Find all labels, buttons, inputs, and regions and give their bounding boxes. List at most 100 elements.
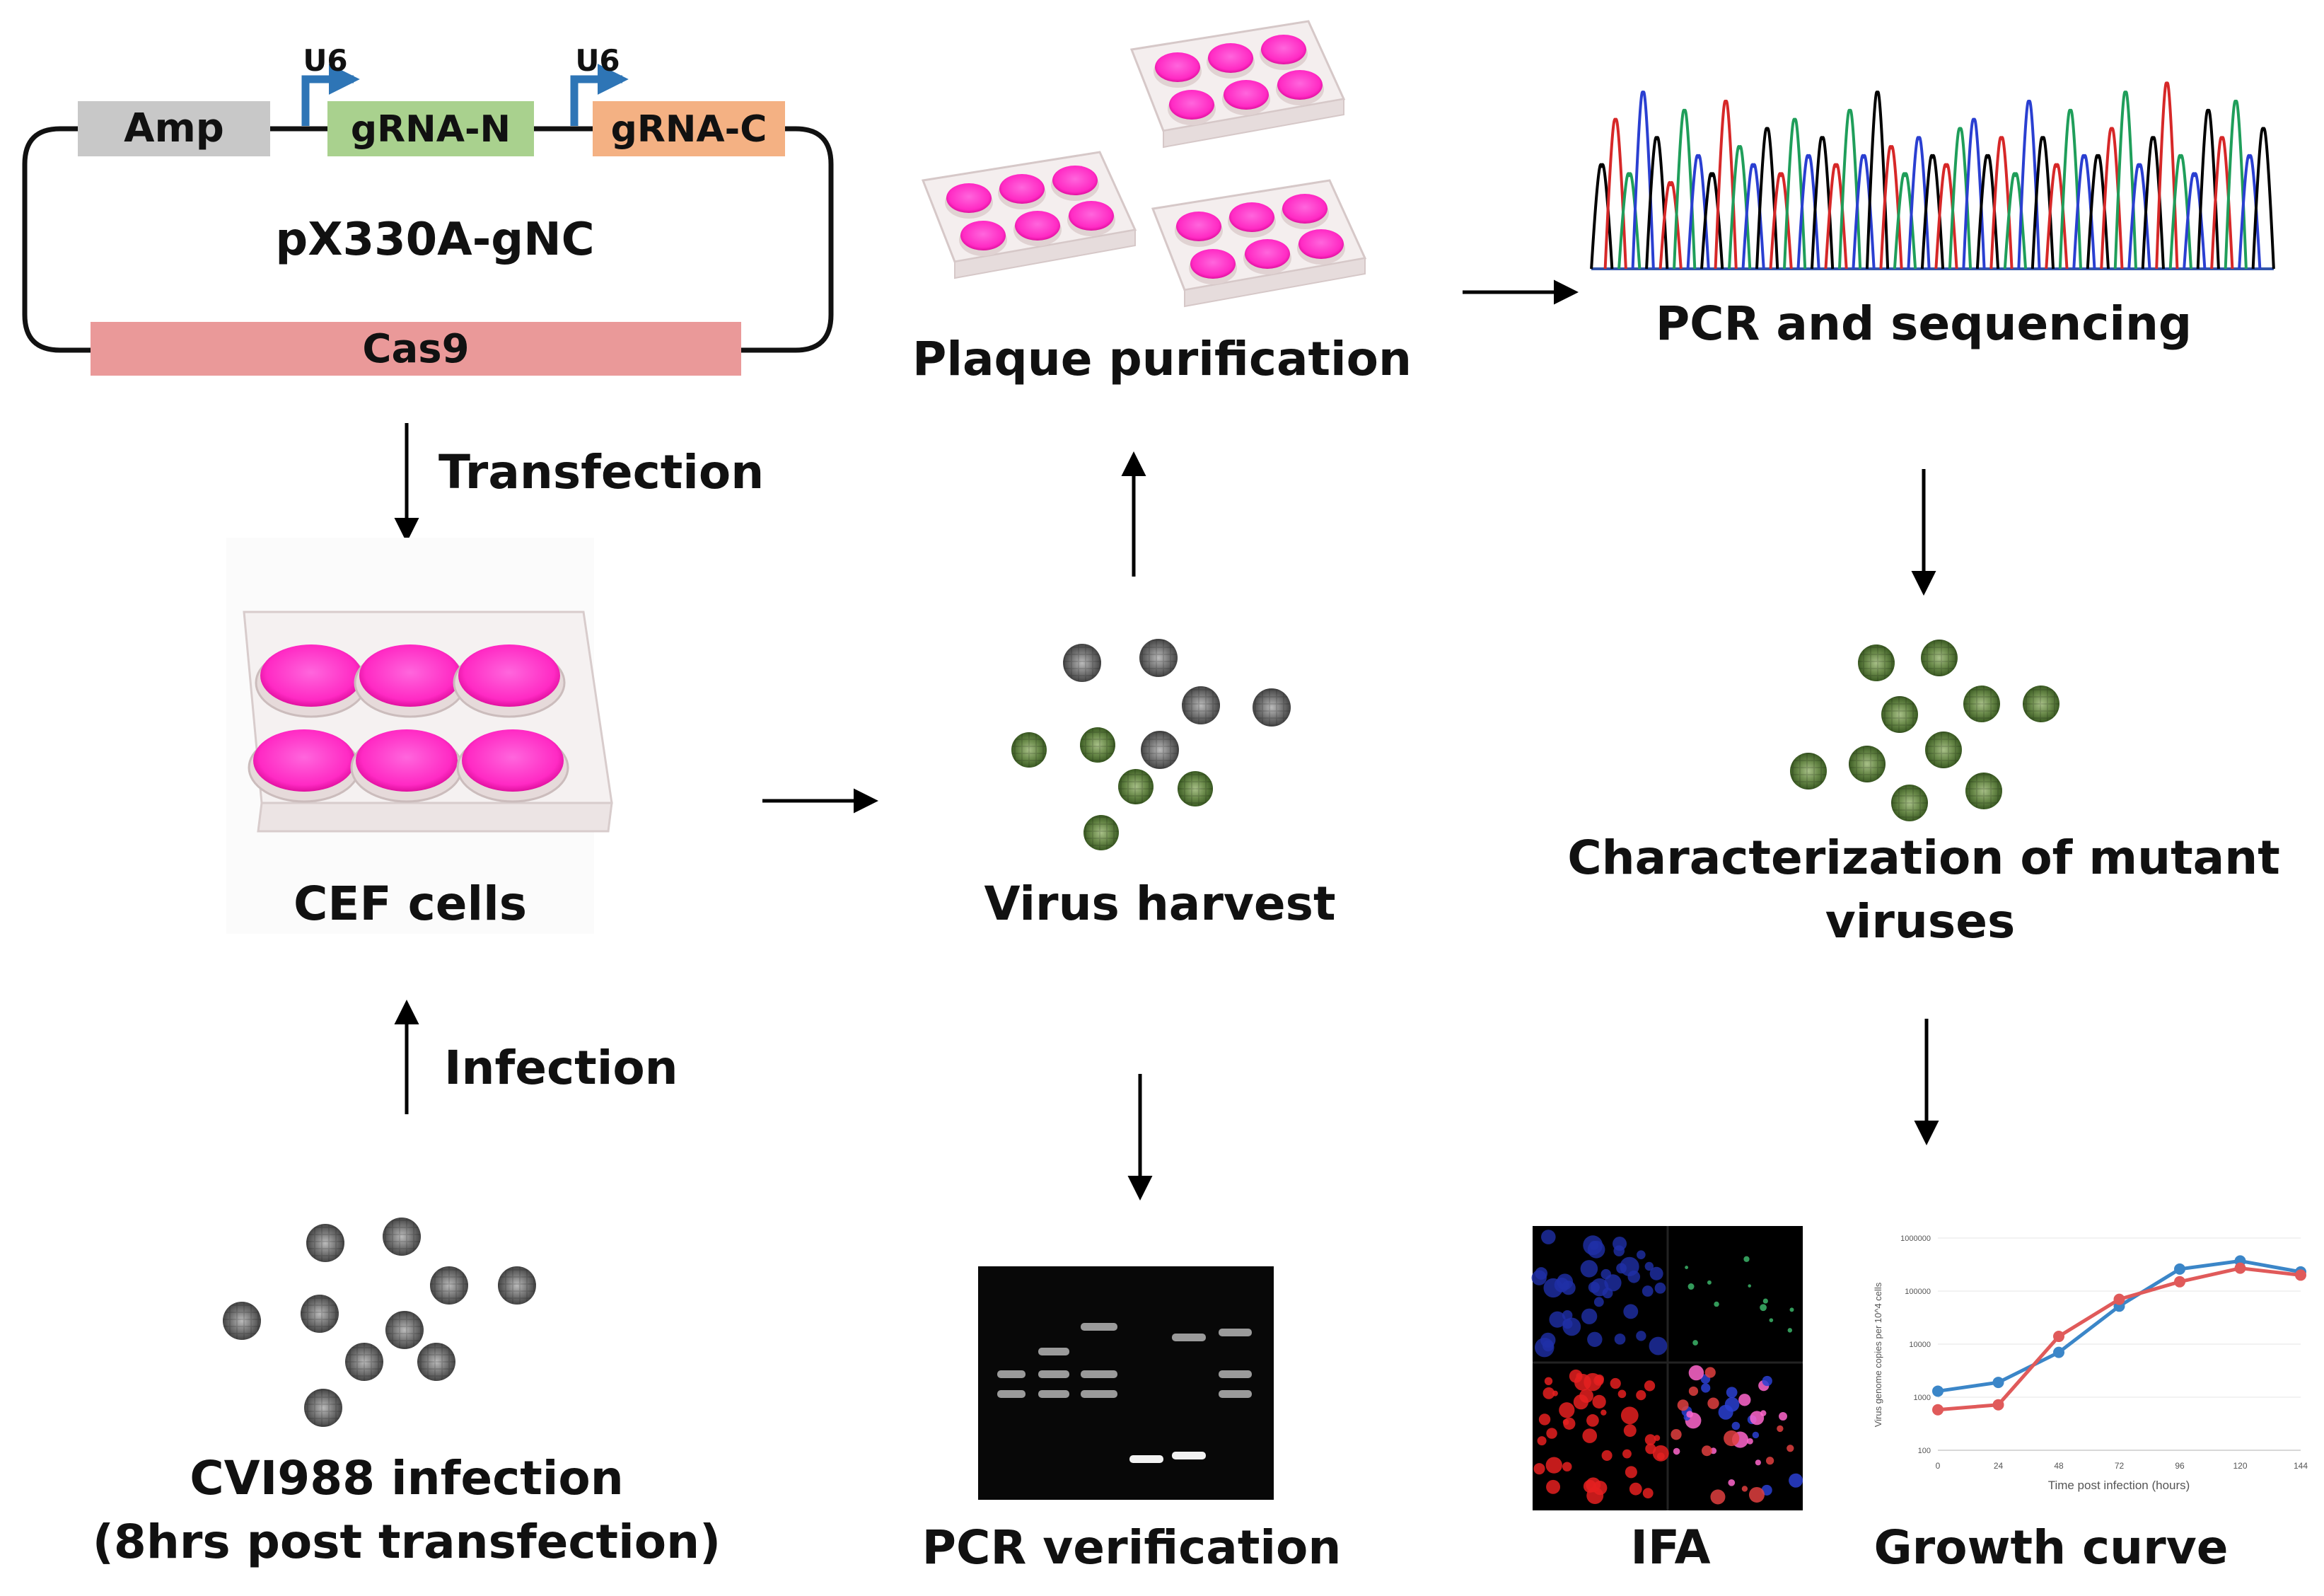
chart-data-point — [2174, 1263, 2185, 1275]
ifa-red-dot — [1656, 1452, 1665, 1460]
chromatogram-peak — [2155, 81, 2179, 270]
gel-band — [1081, 1323, 1117, 1331]
ifa-red-dot — [1542, 1387, 1555, 1399]
cvi988-label-line2: (8hrs post transfection) — [93, 1515, 721, 1569]
ifa-merge-dot — [1760, 1410, 1767, 1416]
ifa-red-dot — [1629, 1482, 1642, 1496]
chart-ylabel: Virus genome copies per 10^4 cells — [1873, 1282, 1883, 1427]
ifa-nucleus-dot — [1654, 1282, 1666, 1294]
plate-well — [1155, 52, 1200, 82]
virus-texture — [301, 1295, 339, 1333]
plate-edge — [1184, 257, 1366, 308]
ifa-merge-dot — [1677, 1399, 1689, 1411]
chromatogram-peak — [2030, 136, 2055, 270]
chart-data-point — [2053, 1346, 2064, 1358]
ifa-merge-dot — [1755, 1459, 1761, 1466]
virus-texture — [383, 1218, 421, 1256]
ifa-red-dot — [1538, 1413, 1551, 1426]
ifa-nucleus-dot — [1588, 1281, 1600, 1293]
gel-band — [1172, 1334, 1206, 1341]
chromatogram-peak — [1631, 91, 1655, 270]
plate-well — [946, 183, 992, 213]
ifa-merge-dot — [1766, 1457, 1774, 1465]
plate-well — [1261, 35, 1306, 64]
ifa-red-dot — [1620, 1406, 1639, 1425]
virus-texture — [1139, 639, 1178, 677]
ifa-red-dot — [1642, 1488, 1654, 1499]
chart-xlabel: Time post infection (hours) — [2048, 1479, 2190, 1492]
virus-texture — [2023, 686, 2059, 722]
ifa-nucleus-dot — [1614, 1333, 1626, 1345]
ifa-merge-dot — [1747, 1438, 1753, 1445]
ifa-merge-dot — [1673, 1447, 1680, 1455]
ifa-merge-dot — [1748, 1486, 1765, 1503]
ifa-red-dot — [1654, 1435, 1661, 1441]
ifa-merge-dot — [1731, 1421, 1741, 1430]
ifa-green-dot — [1743, 1256, 1750, 1262]
gel-band — [997, 1370, 1026, 1378]
ifa-nucleus-dot — [1593, 1297, 1604, 1307]
virus-texture — [417, 1343, 455, 1381]
ifa-merge-dot — [1752, 1431, 1760, 1439]
mutant-virus-particles — [1790, 640, 2059, 821]
cvi988-virus-particles — [223, 1218, 536, 1427]
virus-texture — [1849, 746, 1886, 782]
ifa-green-dot — [1687, 1283, 1695, 1290]
infection-label: Infection — [444, 1041, 678, 1095]
chromatogram-peak — [2072, 154, 2096, 270]
virus-texture — [430, 1266, 468, 1305]
ifa-green-dot — [1685, 1266, 1689, 1269]
virus-texture — [1182, 686, 1220, 724]
gel-band — [1219, 1390, 1252, 1398]
ifa-red-dot — [1644, 1380, 1656, 1392]
chart-data-point — [1992, 1377, 2004, 1389]
characterization-label-line1: Characterization of mutant — [1567, 831, 2280, 885]
ifa-merge-dot — [1724, 1396, 1740, 1412]
ifa-red-dot — [1644, 1434, 1656, 1445]
cef-well — [458, 644, 560, 707]
ifa-green-dot — [1760, 1304, 1767, 1312]
chart-x-tick-label: 24 — [1994, 1461, 2004, 1471]
ifa-red-dot — [1622, 1449, 1632, 1459]
chromatogram-peak — [1755, 127, 1779, 270]
ifa-green-dot — [1769, 1318, 1774, 1322]
gel-band — [1038, 1370, 1069, 1378]
ifa-nucleus-dot — [1613, 1245, 1625, 1256]
chart-data-point — [1992, 1399, 2004, 1411]
ifa-merge-dot — [1724, 1430, 1740, 1447]
u6-label-1: U6 — [303, 43, 347, 78]
ifa-merge-dot — [1789, 1473, 1803, 1488]
grna-n-box — [327, 101, 534, 156]
chromatogram-peak — [2224, 100, 2248, 270]
chromatogram-peak — [2017, 100, 2041, 270]
ifa-merge-dot — [1762, 1375, 1772, 1387]
ifa-red-dot — [1537, 1436, 1547, 1446]
virus-texture — [1891, 785, 1928, 821]
chart-x-tick-label: 72 — [2115, 1461, 2125, 1471]
plasmid-name: pX330A-gNC — [275, 214, 594, 266]
ifa-red-dot — [1562, 1462, 1572, 1471]
chromatogram-peak — [1603, 117, 1627, 270]
ifa-red-dot — [1544, 1377, 1553, 1385]
gel-band — [1219, 1329, 1252, 1336]
plate-well — [1069, 201, 1114, 231]
ifa-green-dot — [1762, 1298, 1768, 1304]
ifa-red-dot — [1582, 1428, 1598, 1443]
ifa-red-dot — [1625, 1466, 1637, 1479]
ifa-red-dot — [1533, 1463, 1545, 1475]
chromatogram-peak — [1865, 91, 1890, 270]
virus-texture — [1965, 773, 2002, 809]
chromatogram-peak — [1686, 154, 1710, 270]
gel-band — [1081, 1390, 1117, 1398]
plate-well — [1208, 43, 1253, 73]
virus-texture — [223, 1302, 261, 1340]
chromatogram-peak — [2168, 154, 2192, 270]
virus-harvest-particles — [1011, 639, 1291, 850]
ifa-merge-dot — [1688, 1386, 1699, 1396]
chromatogram-peak — [1714, 100, 1738, 270]
cef-well — [260, 644, 362, 707]
chart-data-point — [1932, 1404, 1944, 1416]
ifa-green-dot — [1692, 1340, 1698, 1346]
chart-x-tick-label: 144 — [2294, 1461, 2308, 1471]
ifa-red-dot — [1583, 1479, 1597, 1493]
